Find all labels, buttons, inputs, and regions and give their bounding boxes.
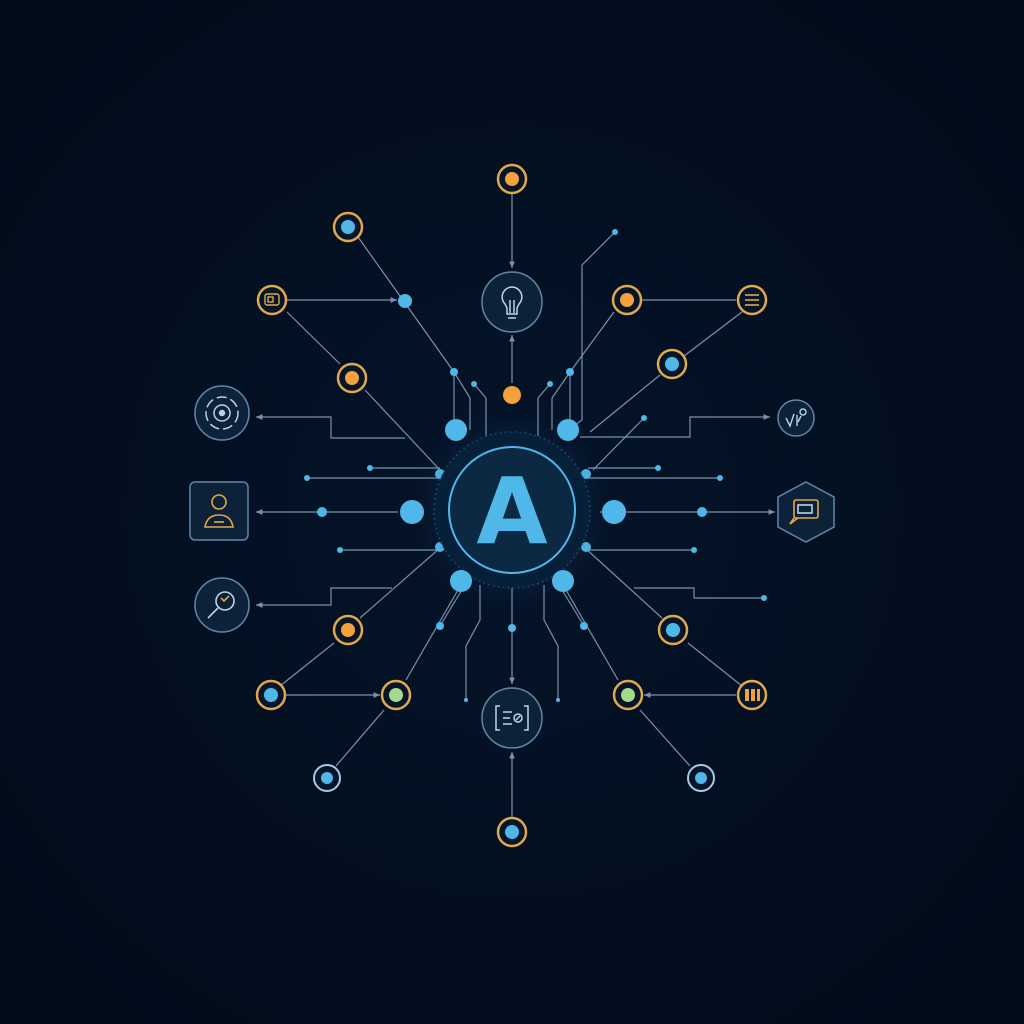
node-right-upper-blue[interactable]	[656, 348, 688, 380]
node-left-bottom-blue[interactable]	[313, 764, 341, 792]
node-right-upper-icon[interactable]	[736, 284, 768, 316]
code-brackets-icon	[495, 705, 529, 731]
node-top-orange[interactable]	[496, 163, 528, 195]
node-left-lower-orange[interactable]	[332, 614, 364, 646]
chat-hexagon-icon	[789, 499, 819, 525]
chat-badge[interactable]	[777, 481, 835, 543]
person-icon	[204, 494, 234, 528]
magnifier-badge[interactable]	[194, 577, 250, 633]
list-icon	[745, 294, 759, 306]
node-right-lower-blue[interactable]	[657, 614, 689, 646]
ring-nodes	[255, 163, 768, 848]
person-badge[interactable]	[189, 481, 249, 541]
node-right-bottom-blue[interactable]	[687, 764, 715, 792]
connection-lines	[256, 193, 775, 818]
node-left-lower-green[interactable]	[380, 679, 412, 711]
graph-arrows-icon	[785, 408, 807, 428]
node-left-lower-blue[interactable]	[255, 679, 287, 711]
hub-satellites	[400, 386, 626, 592]
lightbulb-icon	[501, 286, 523, 319]
target-icon	[205, 396, 239, 430]
node-right-upper-orange[interactable]	[611, 284, 643, 316]
node-left-upper-orange[interactable]	[336, 362, 368, 394]
graph-badge[interactable]	[777, 399, 815, 437]
magnifier-icon	[207, 591, 235, 619]
node-top-left-blue[interactable]	[332, 211, 364, 243]
target-badge[interactable]	[194, 385, 250, 441]
lightbulb-badge[interactable]	[481, 271, 543, 333]
code-badge[interactable]	[481, 687, 543, 749]
node-bottom-blue[interactable]	[496, 816, 528, 848]
bars-icon	[745, 689, 760, 701]
node-right-lower-icon[interactable]	[736, 679, 768, 711]
hub[interactable]: A	[417, 415, 607, 605]
hub-letter-icon: A	[476, 458, 547, 565]
card-icon	[264, 293, 280, 306]
node-right-lower-green[interactable]	[612, 679, 644, 711]
node-left-upper-icon[interactable]	[256, 284, 288, 316]
